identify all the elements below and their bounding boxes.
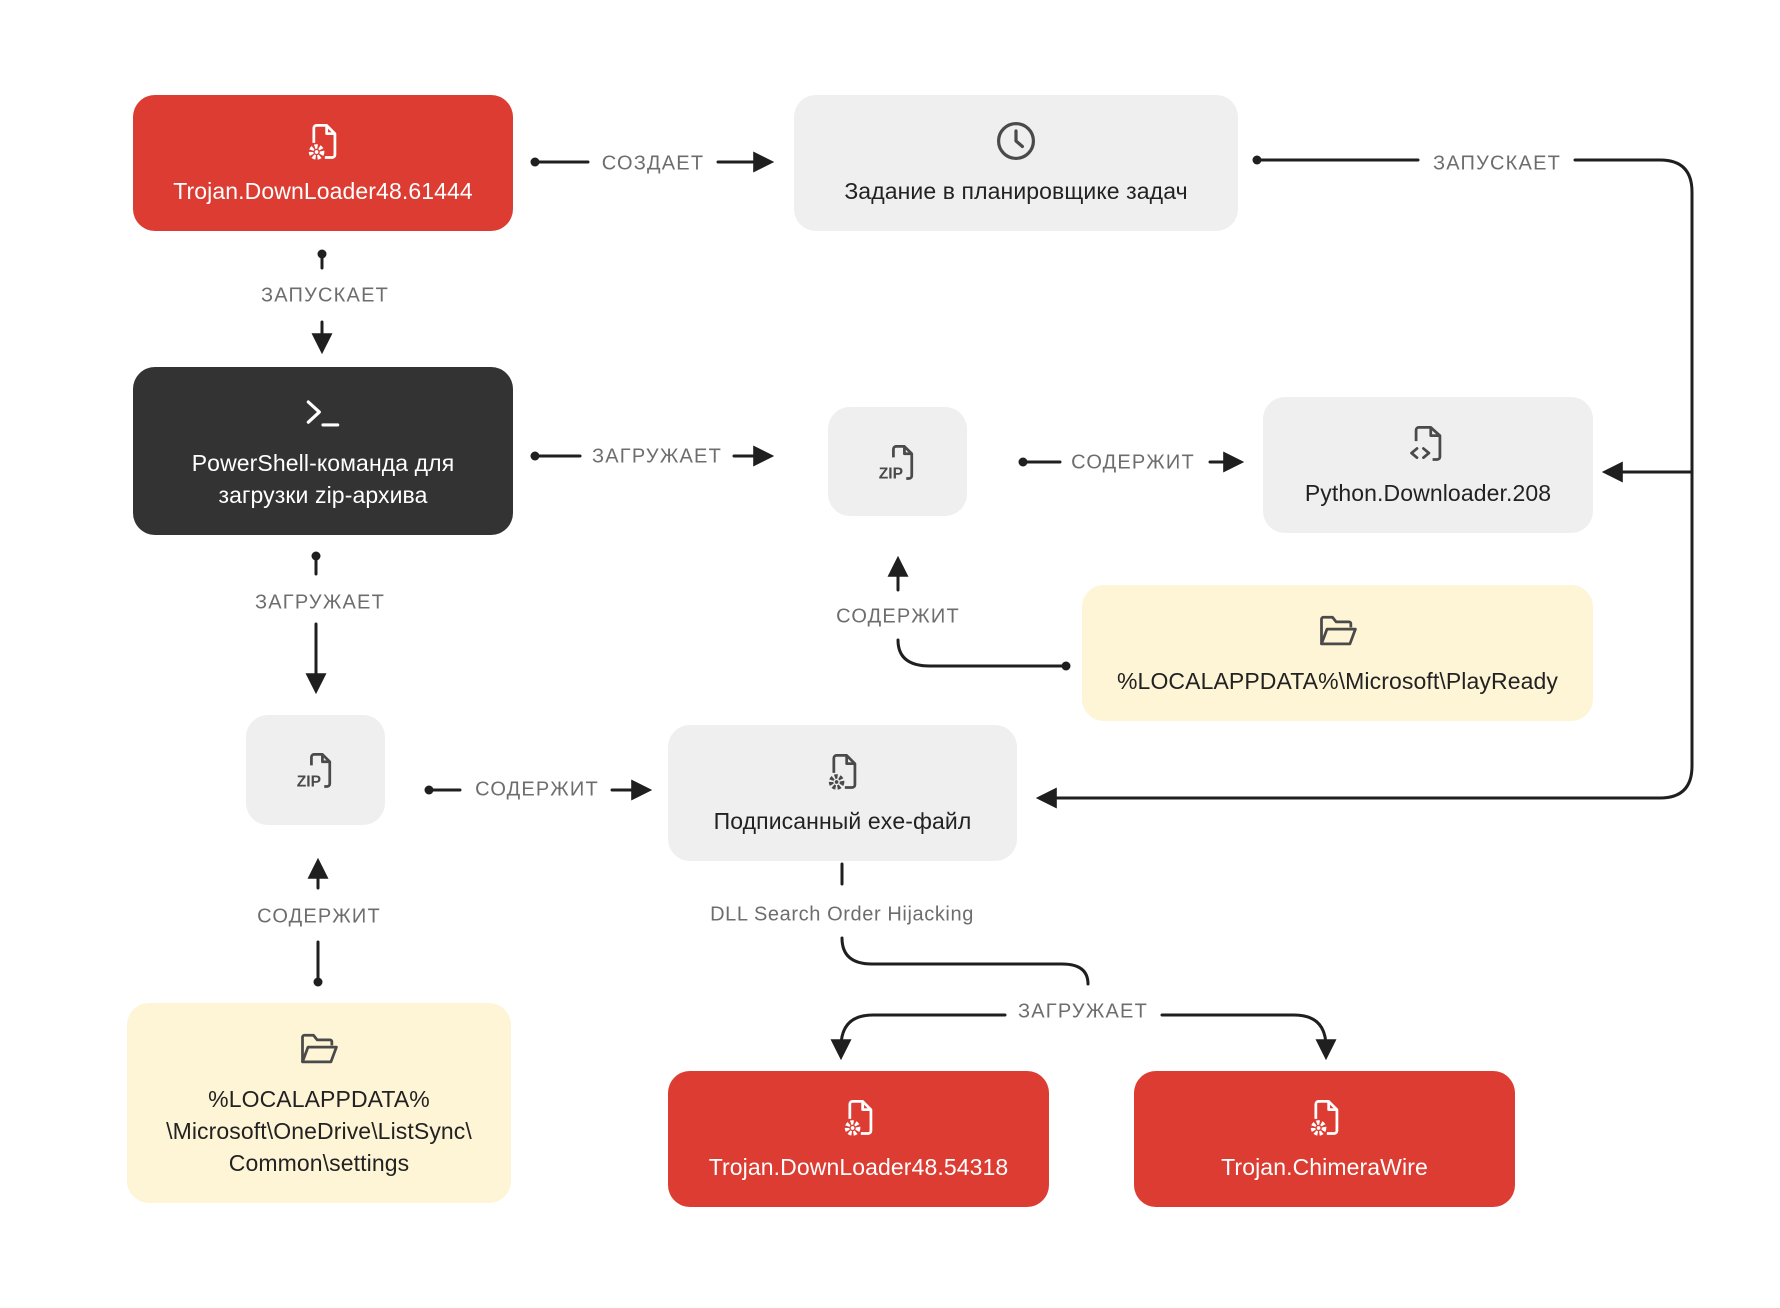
file-gear-icon [308, 124, 337, 160]
edge-label-folder-contains-zip-top: СОДЕРЖИТ [830, 605, 966, 629]
connector-folder-zip-top-curve [896, 638, 1068, 668]
node-powershell-command: PowerShell-команда для загрузки zip-архи… [133, 367, 513, 535]
node-label: %LOCALAPPDATA% \Microsoft\OneDrive\ListS… [166, 1086, 472, 1176]
connector-dot [317, 249, 327, 259]
node-label: Trojan.DownLoader48.54318 [708, 1154, 1009, 1180]
edge-label-downloads-left: ЗАГРУЖАЕТ [248, 591, 392, 615]
node-label: Python.Downloader.208 [1304, 480, 1552, 506]
connector-loads-left [830, 1013, 1007, 1061]
edge-label-zip-contains-exe: СОДЕРЖИТ [469, 778, 605, 802]
edge-label-launches-ps: ЗАПУСКАЕТ [254, 284, 396, 308]
connector-launches-task-loop [1035, 158, 1694, 809]
edge-label-dll-hijacking: DLL Search Order Hijacking [704, 903, 980, 927]
file-code-icon [1410, 426, 1442, 461]
node-label: Trojan.ChimeraWire [1221, 1154, 1428, 1180]
edge-label-folder-contains-zip-left: СОДЕРЖИТ [251, 905, 387, 929]
edge-label-loads-payloads: ЗАГРУЖАЕТ [1011, 1000, 1155, 1024]
node-scheduler-task: Задание в планировщике задач [794, 95, 1238, 231]
folder-open-icon [1319, 615, 1357, 646]
zip-file-icon: ZIP [296, 753, 331, 791]
connector-loads-right [1160, 1013, 1337, 1061]
node-label: PowerShell-команда для загрузки zip-архи… [191, 450, 455, 508]
connector-dot [530, 157, 540, 167]
node-python-downloader: Python.Downloader.208 [1263, 397, 1593, 533]
edge-label-downloads-top: ЗАГРУЖАЕТ [585, 445, 729, 469]
node-zip-archive-left: ZIP [246, 715, 385, 825]
node-trojan-chimerawire: Trojan.ChimeraWire [1134, 1071, 1515, 1207]
node-label: Задание в планировщике задач [844, 178, 1188, 204]
node-label: %LOCALAPPDATA%\Microsoft\PlayReady [1117, 668, 1558, 694]
connector-dll-curve [840, 936, 1090, 986]
zip-file-icon: ZIP [878, 444, 913, 482]
node-zip-archive-top: ZIP [828, 407, 967, 516]
file-gear-icon [844, 1100, 872, 1136]
connector-dot [1061, 661, 1071, 671]
terminal-icon [306, 400, 340, 427]
connector-dot [530, 451, 540, 461]
connector-dot [1018, 457, 1028, 467]
svg-text:ZIP: ZIP [296, 774, 320, 791]
node-folder-playready: %LOCALAPPDATA%\Microsoft\PlayReady [1082, 585, 1593, 721]
node-label: Trojan.DownLoader48.61444 [173, 178, 473, 204]
edge-label-creates: СОЗДАЕТ [595, 152, 711, 176]
node-trojan-downloader-61444: Trojan.DownLoader48.61444 [133, 95, 513, 231]
folder-open-icon [301, 1033, 338, 1064]
node-label: Подписанный exe-файл [713, 808, 972, 834]
file-gear-icon [1310, 1100, 1338, 1136]
connector-dot [1252, 155, 1262, 165]
clock-icon [996, 121, 1036, 161]
connector-dot [313, 977, 323, 987]
node-trojan-downloader-54318: Trojan.DownLoader48.54318 [668, 1071, 1049, 1207]
node-folder-onedrive: %LOCALAPPDATA% \Microsoft\OneDrive\ListS… [127, 1003, 511, 1203]
connector-dot [424, 785, 434, 795]
file-gear-icon [828, 754, 856, 790]
node-signed-exe: Подписанный exe-файл [668, 725, 1017, 861]
edge-label-zip-contains-python: СОДЕРЖИТ [1065, 451, 1201, 475]
connector-dot [311, 551, 321, 561]
edge-label-launches-task: ЗАПУСКАЕТ [1426, 152, 1568, 176]
svg-text:ZIP: ZIP [878, 465, 902, 482]
